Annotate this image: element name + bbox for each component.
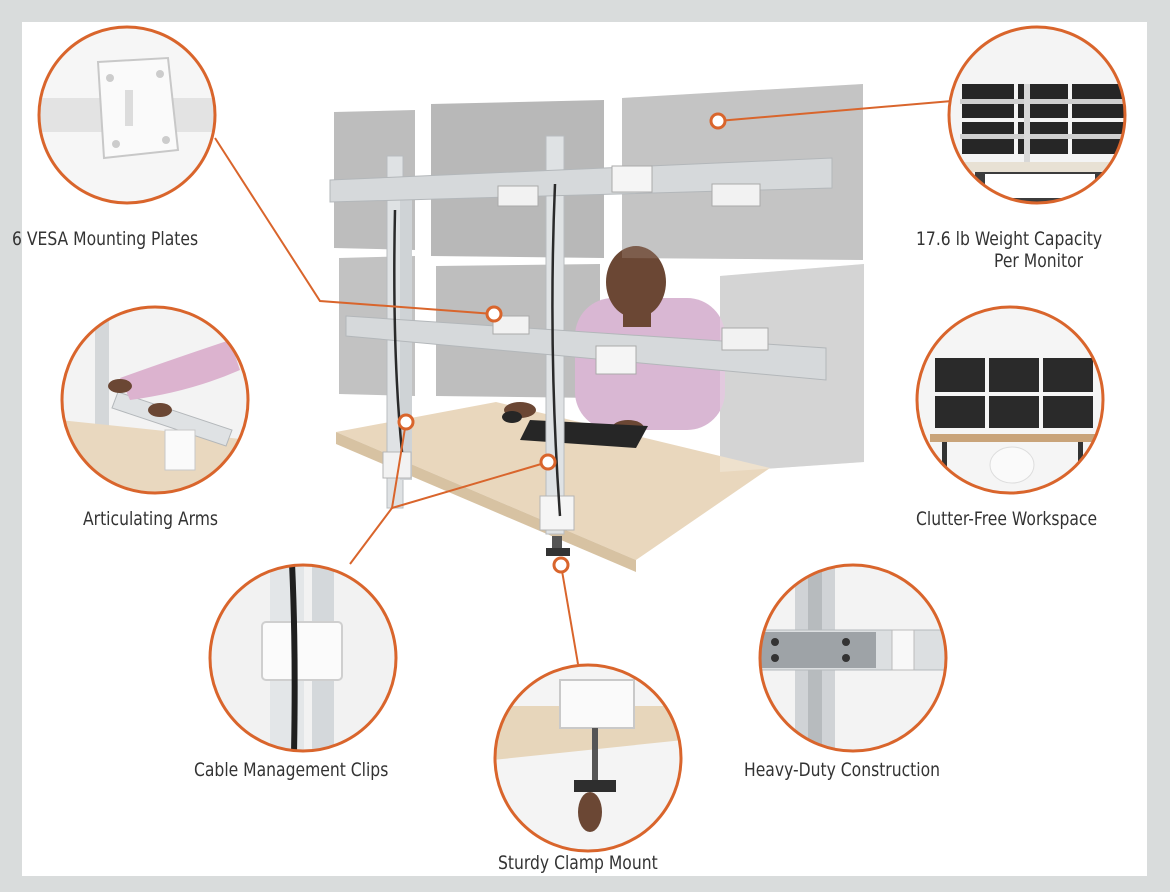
callout-clutter-free <box>915 305 1105 495</box>
callout-vesa-plates <box>37 25 217 205</box>
callout-cable-clips <box>208 563 398 753</box>
label-vesa-plates: 6 VESA Mounting Plates <box>12 228 199 250</box>
connector-dots <box>397 112 727 574</box>
callout-heavy-duty <box>758 563 948 753</box>
label-cable-clips: Cable Management Clips <box>194 759 389 781</box>
label-articulating-arms: Articulating Arms <box>83 508 219 530</box>
label-clutter-free: Clutter-Free Workspace <box>916 508 1098 530</box>
label-weight-capacity-line1: 17.6 lb Weight Capacity <box>916 228 1103 250</box>
label-clamp-mount: Sturdy Clamp Mount <box>498 852 658 874</box>
top-crossbar <box>329 157 833 203</box>
callout-articulating-arms <box>60 305 250 495</box>
label-weight-capacity-line2: Per Monitor <box>994 250 1084 272</box>
callout-clamp-mount <box>493 663 683 853</box>
bottom-crossbar <box>345 315 827 381</box>
connector-lines <box>214 100 953 665</box>
monitor-stand-scene <box>329 84 864 572</box>
callout-weight-capacity <box>947 25 1127 205</box>
label-heavy-duty: Heavy-Duty Construction <box>744 759 940 781</box>
